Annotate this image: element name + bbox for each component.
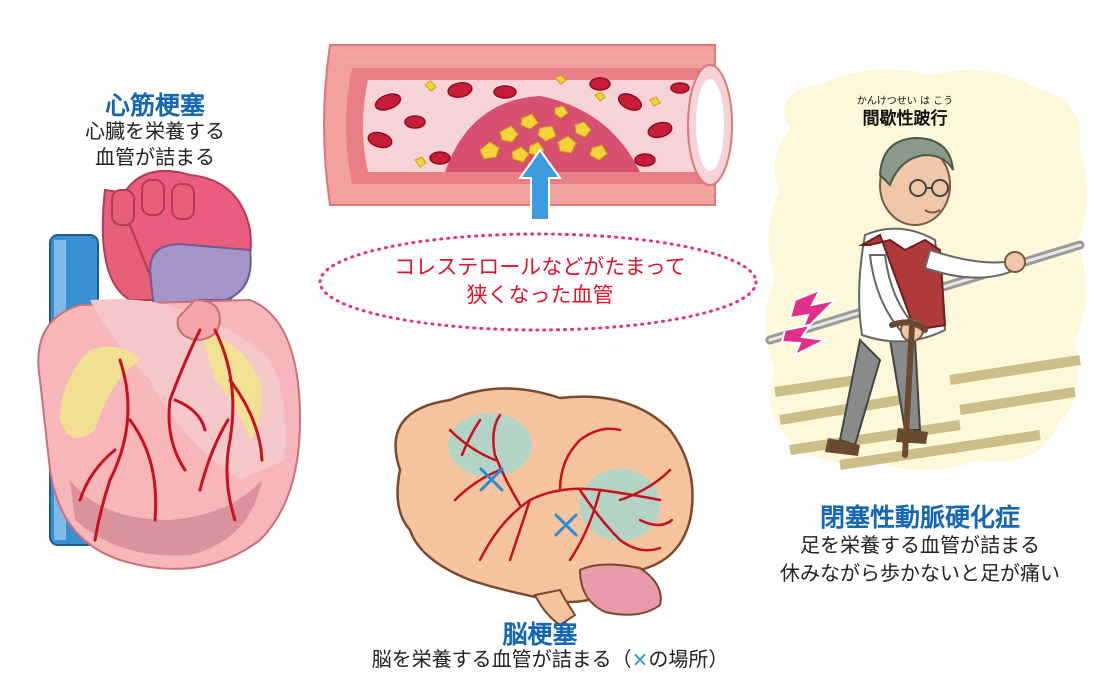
heart-description-line2: 血管が詰まる	[95, 145, 215, 169]
vessel-caption-line2: 狭くなった血管	[466, 283, 614, 307]
brain-vessels	[448, 413, 674, 562]
brain-description-suffix: の場所）	[648, 647, 729, 671]
heart-description-line1: 心臓を栄養する	[85, 119, 225, 143]
blockage-x-marks	[479, 467, 578, 537]
blood-vessel-illustration	[323, 44, 733, 221]
arrow-up-icon	[518, 148, 562, 221]
walking-man-illustration	[765, 69, 1088, 470]
coronary-arteries	[78, 328, 264, 542]
intermittent-claudication-term: 間歇性跛行	[862, 109, 948, 129]
brain-description: 脳を栄養する血管が詰まる（×の場所）	[330, 646, 770, 672]
vessel-caption-line1: コレステロールなどがたまって	[394, 255, 686, 279]
pad-title: 閉塞性動脈硬化症	[819, 503, 1020, 532]
cross-mark-icon: ×	[631, 647, 649, 671]
pad-description-line2: 休みながら歩かないと足が痛い	[780, 561, 1060, 585]
heart-title: 心筋梗塞	[104, 91, 205, 120]
brain-illustration	[394, 387, 694, 627]
pain-lightning-icon	[780, 288, 839, 358]
red-blood-cells	[367, 77, 690, 167]
caption-dotted-ellipse	[318, 232, 758, 332]
intermittent-claudication-ruby: かんけつせい は こう	[856, 96, 954, 107]
heart-illustration	[37, 169, 302, 570]
pad-description-line1: 足を栄養する血管が詰まる	[800, 533, 1040, 557]
brain-description-text: 脳を栄養する血管が詰まる（	[371, 647, 632, 671]
floor	[774, 355, 1081, 470]
brain-title: 脳梗塞	[502, 620, 578, 649]
